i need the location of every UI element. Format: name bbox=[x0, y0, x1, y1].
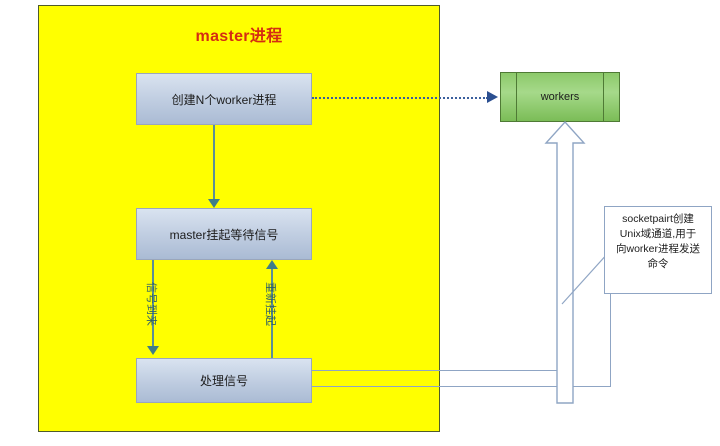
edge-create-to-suspend bbox=[213, 125, 215, 201]
node-master-suspend-label: master挂起等待信号 bbox=[169, 227, 279, 242]
edge-label-signal-arrive: 信号到来 bbox=[145, 282, 157, 326]
callout-socketpair-note: socketpairt创建 Unix域通道,用于 向worker进程发送 命令 bbox=[604, 206, 712, 294]
workers-divider-right-icon bbox=[603, 73, 604, 121]
node-workers-label: workers bbox=[540, 91, 580, 103]
edge-create-to-workers bbox=[312, 97, 488, 99]
node-handle-signal[interactable]: 处理信号 bbox=[136, 358, 312, 403]
connector-handle-upper-horizontal bbox=[312, 370, 568, 371]
callout-line-4: 命令 bbox=[647, 258, 669, 270]
connector-handle-lower-horizontal bbox=[312, 386, 611, 387]
connector-handle-lower-vertical bbox=[610, 258, 611, 387]
block-arrow-up-icon bbox=[543, 120, 587, 405]
edge-suspend-to-handle bbox=[152, 260, 154, 348]
arrow-down-icon bbox=[147, 346, 159, 355]
edge-label-resuspend: 重新挂起 bbox=[264, 282, 276, 326]
callout-line-1: socketpairt创建 bbox=[622, 213, 694, 225]
arrow-up-icon bbox=[266, 260, 278, 269]
node-master-suspend[interactable]: master挂起等待信号 bbox=[136, 208, 312, 260]
callout-line-2: Unix域通道,用于 bbox=[619, 228, 697, 240]
workers-divider-left-icon bbox=[516, 73, 517, 121]
arrow-right-icon bbox=[487, 91, 498, 103]
callout-line-3: 向worker进程发送 bbox=[615, 243, 700, 255]
node-create-workers-label: 创建N个worker进程 bbox=[171, 92, 277, 107]
edge-handle-to-suspend bbox=[271, 269, 273, 358]
master-process-title: master进程 bbox=[195, 28, 283, 45]
node-handle-signal-label: 处理信号 bbox=[199, 374, 248, 388]
node-workers[interactable]: workers bbox=[500, 72, 620, 122]
node-create-workers[interactable]: 创建N个worker进程 bbox=[136, 73, 312, 125]
arrow-down-icon bbox=[208, 199, 220, 208]
